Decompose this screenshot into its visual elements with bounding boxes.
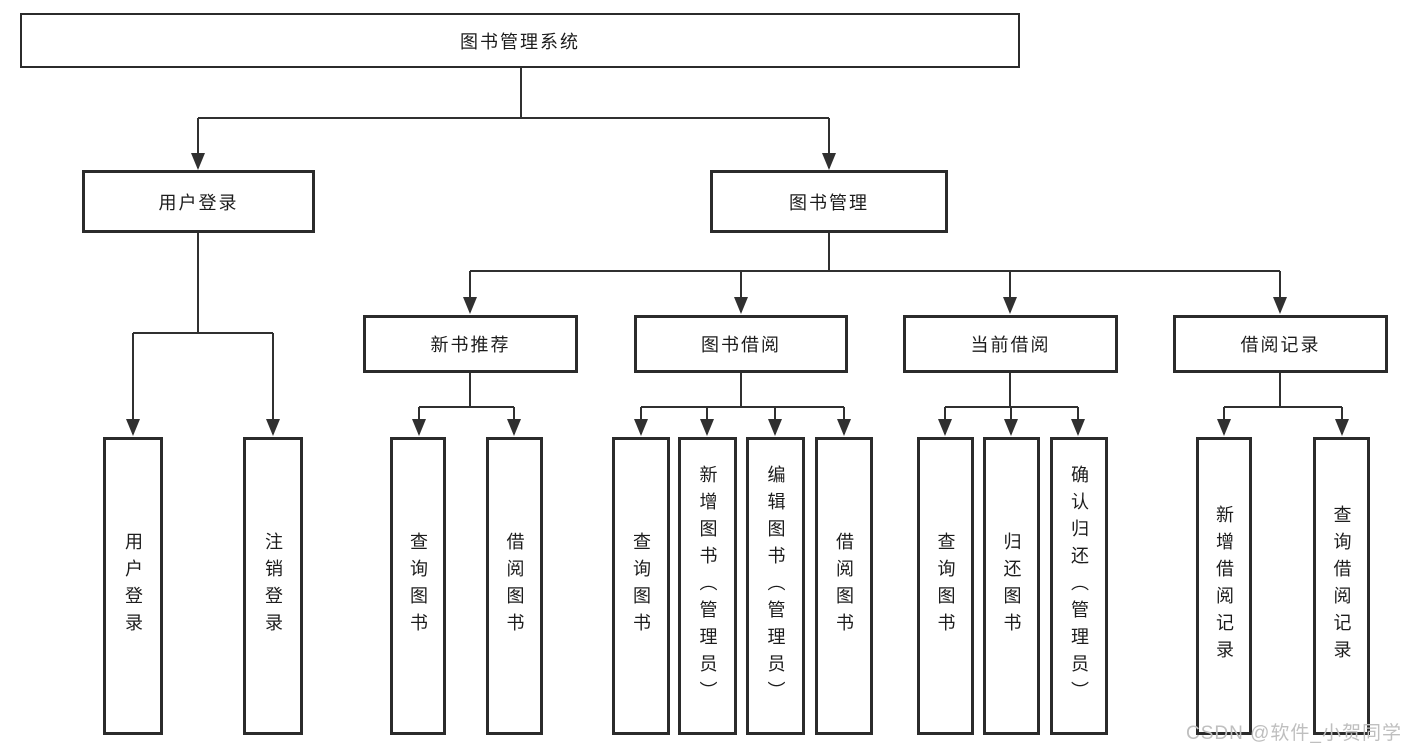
leaf-query-books-current: 查询图书: [917, 437, 974, 735]
leaf-borrow-books-borrowing: 借阅图书: [815, 437, 873, 735]
leaf-user-login: 用户登录: [103, 437, 163, 735]
node-book-borrowing: 图书借阅: [634, 315, 848, 373]
leaf-query-books-borrowing: 查询图书: [612, 437, 670, 735]
leaf-logout: 注销登录: [243, 437, 303, 735]
node-library-management-system: 图书管理系统: [20, 13, 1020, 68]
node-current-borrowing: 当前借阅: [903, 315, 1118, 373]
leaf-edit-books-admin: 编辑图书（管理员）: [746, 437, 805, 735]
leaf-query-borrow-record: 查询借阅记录: [1313, 437, 1370, 735]
leaf-return-books: 归还图书: [983, 437, 1040, 735]
arrowheads: [126, 153, 1349, 436]
leaf-add-borrow-record: 新增借阅记录: [1196, 437, 1252, 735]
leaf-query-books-recommend: 查询图书: [390, 437, 446, 735]
node-book-management: 图书管理: [710, 170, 948, 233]
leaf-add-books-admin: 新增图书（管理员）: [678, 437, 737, 735]
node-user-login: 用户登录: [82, 170, 315, 233]
csdn-watermark: CSDN @软件_小贺同学: [1186, 723, 1402, 744]
leaf-confirm-return-admin: 确认归还（管理员）: [1050, 437, 1108, 735]
node-new-book-recommendation: 新书推荐: [363, 315, 578, 373]
leaf-borrow-books-recommend: 借阅图书: [486, 437, 543, 735]
node-borrowing-records: 借阅记录: [1173, 315, 1388, 373]
